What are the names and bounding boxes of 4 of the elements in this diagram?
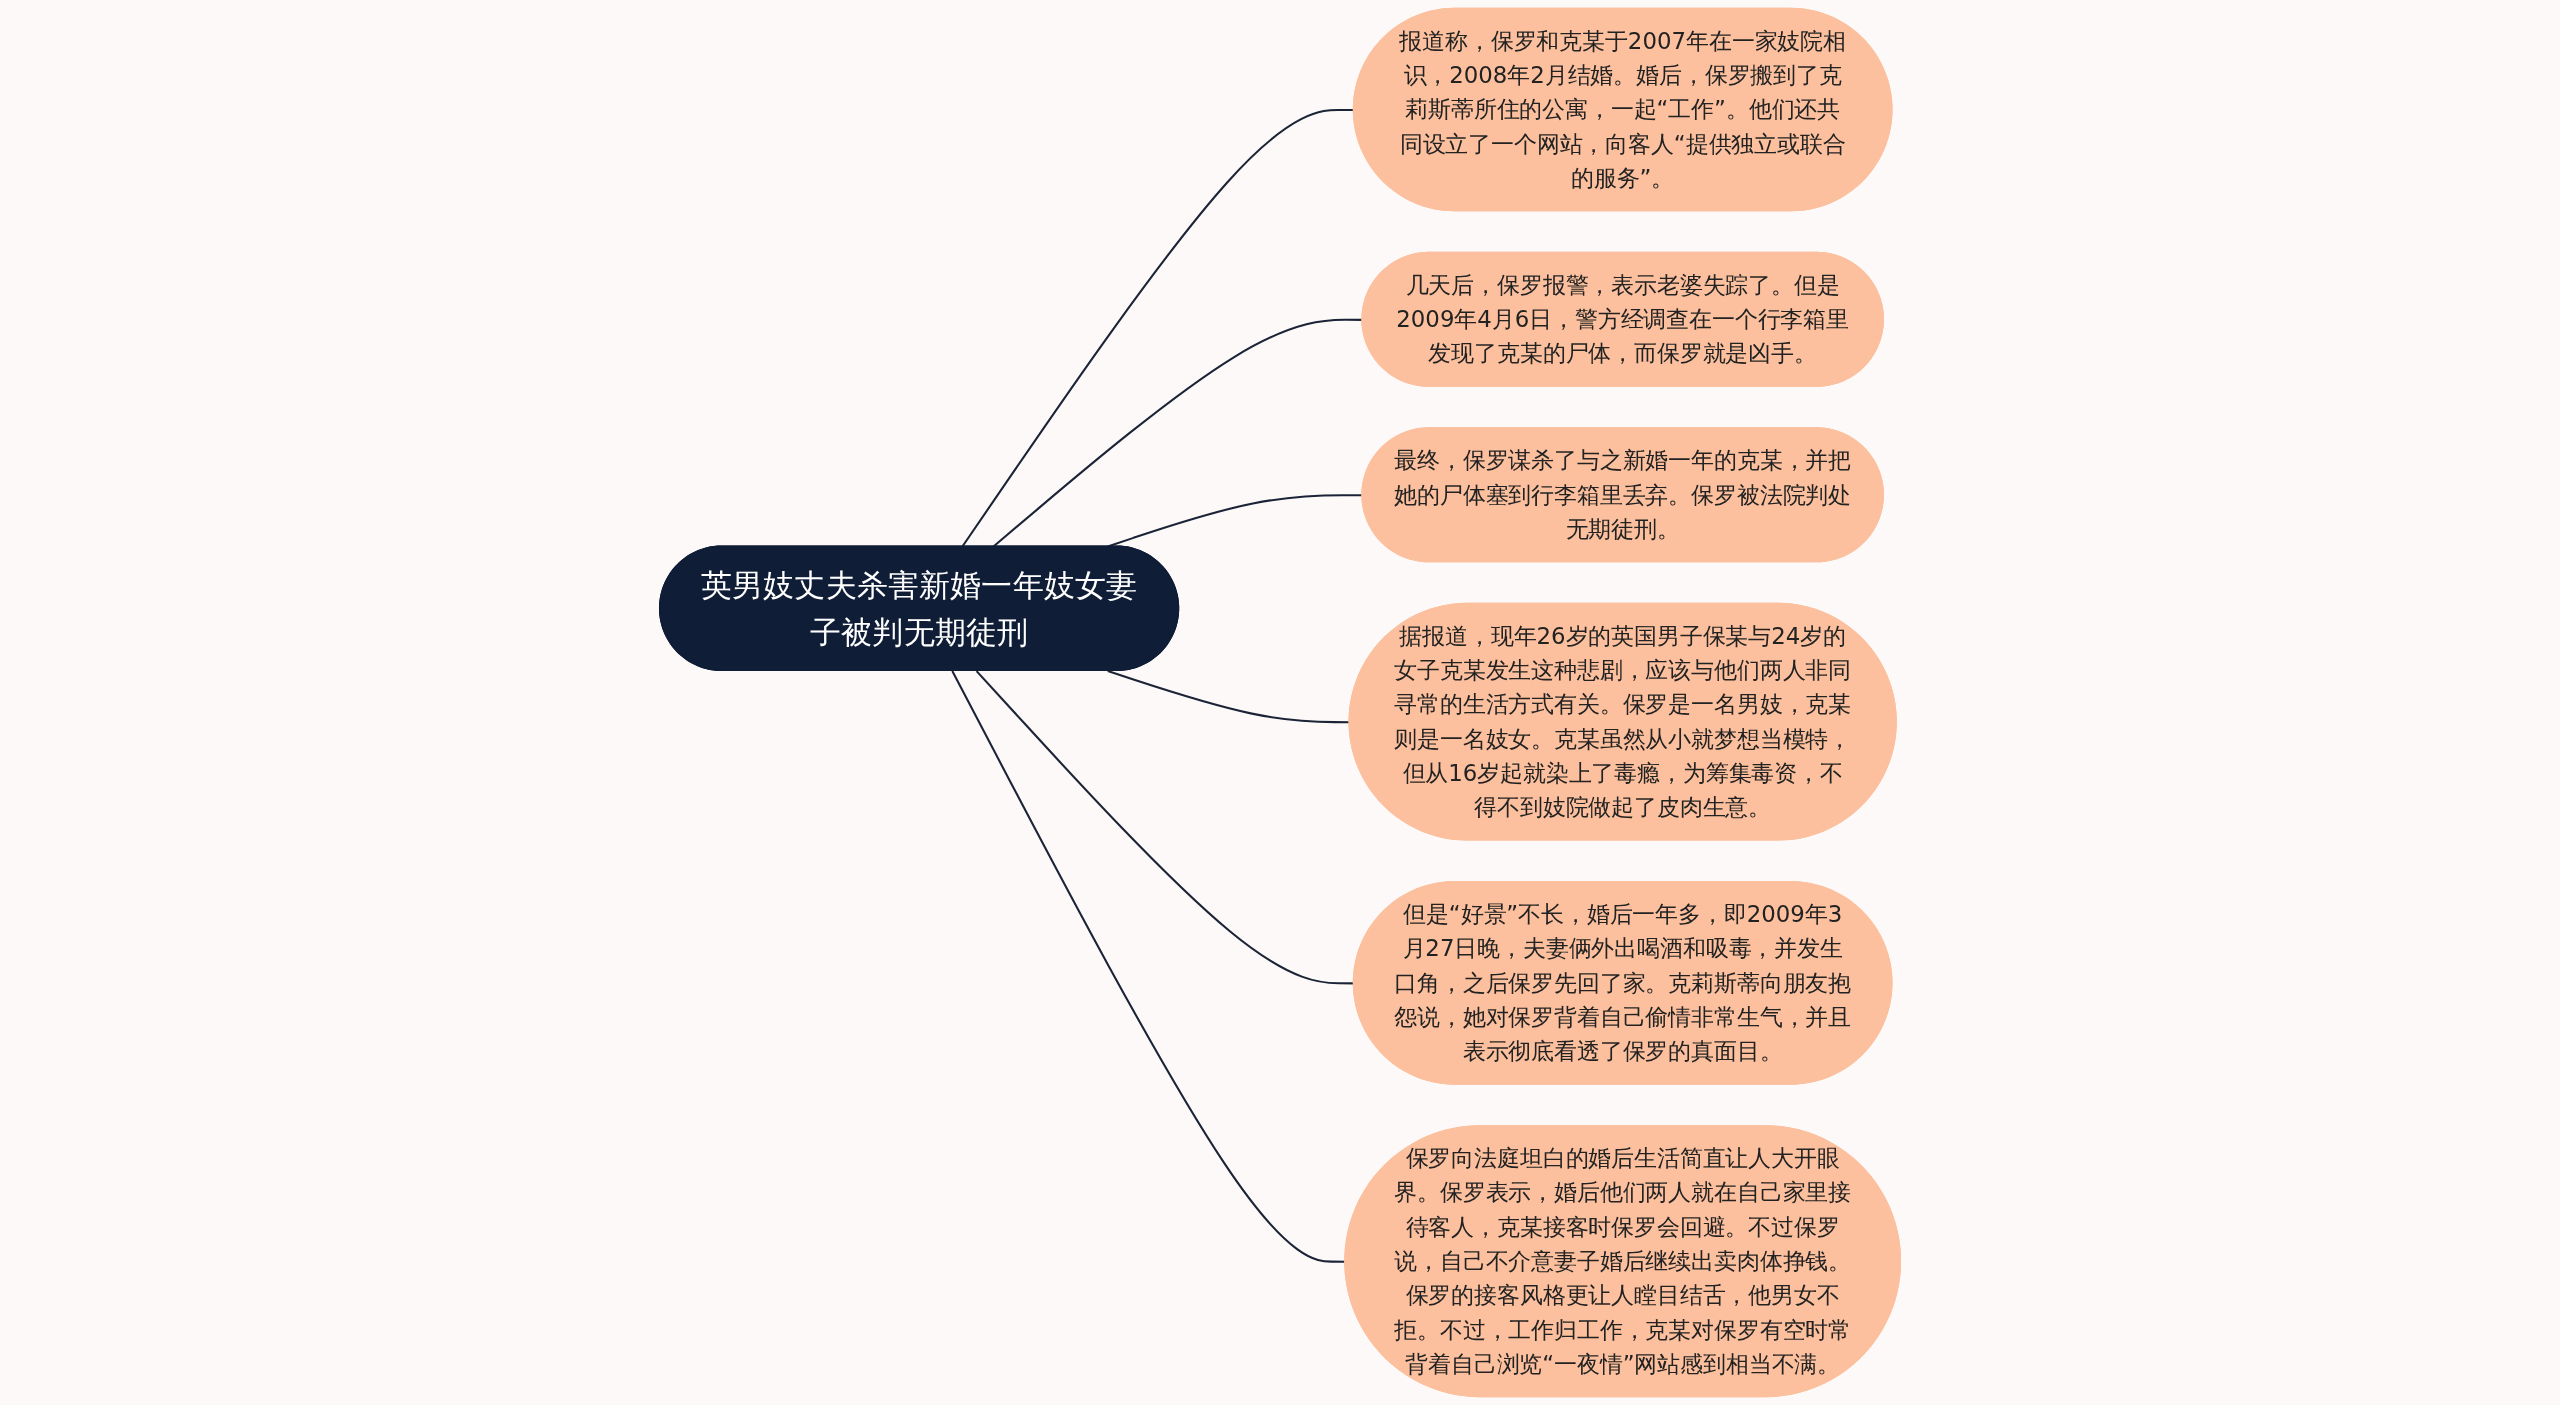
connector	[1107, 494, 1363, 548]
connector	[1107, 670, 1350, 724]
connector	[992, 318, 1363, 548]
connector	[975, 670, 1354, 985]
